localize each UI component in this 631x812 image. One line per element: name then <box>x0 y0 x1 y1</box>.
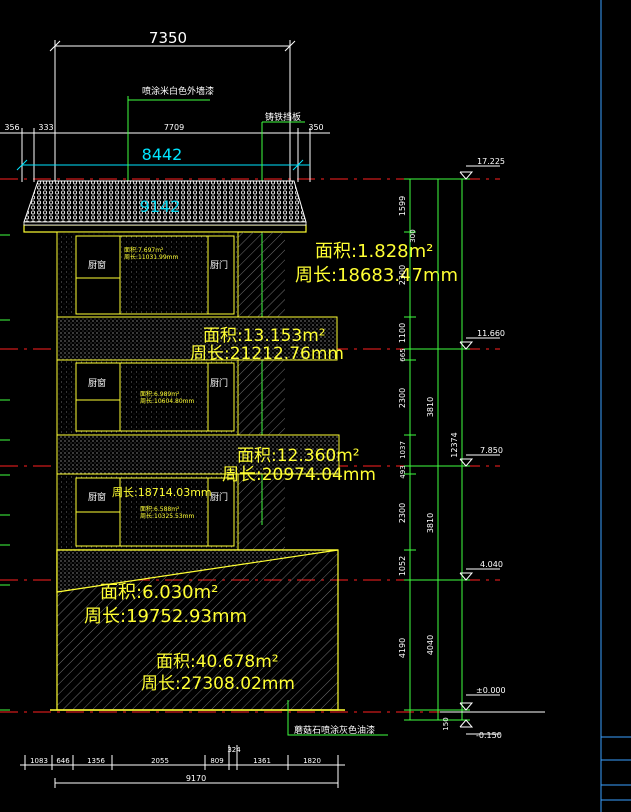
opening-labels: 厨窗 厨门 厨窗 厨门 厨窗 厨门 面积:7.697m² 周长:11031.99… <box>88 246 228 520</box>
area-label-5: 面积:40.678m² <box>156 652 279 672</box>
roof: 9142 <box>23 180 307 233</box>
title-block-frame <box>600 0 631 812</box>
area-label-4: 面积:6.030m² <box>100 582 218 603</box>
area-label-3: 面积:12.360m² <box>237 446 360 466</box>
right-dim-text: 1599 300 2300 1100 665 2300 1037 493 230… <box>398 196 459 731</box>
dim-seg: 665 <box>399 348 407 361</box>
dim-mid-span: 7709 <box>164 123 184 132</box>
dim-overall: 7350 <box>149 29 187 47</box>
small-area-2: 面积:6.989m² <box>140 390 180 398</box>
dim-bottom-seg: 809 <box>210 757 223 765</box>
elev-7850: 7.850 <box>480 446 503 455</box>
dim-cyan-width: 8442 <box>142 145 183 164</box>
perim-label-5: 周长:27308.02mm <box>141 674 295 694</box>
door-label: 厨门 <box>210 259 228 271</box>
dim-bottom-seg: 1356 <box>87 757 105 765</box>
elev-11660: 11.660 <box>477 329 505 338</box>
dim-bottom-seg: 2055 <box>151 757 169 765</box>
dim-left-a: 356 <box>4 123 19 132</box>
small-area-3: 面积:6.588m² <box>140 505 180 513</box>
dim-roof-width: 9142 <box>140 197 181 216</box>
dim-seg: 493 <box>399 465 407 478</box>
area-label-2: 面积:13.153m² <box>203 326 326 346</box>
elev-minus150: -0.150 <box>476 731 502 740</box>
dim-bottom-seg: 1361 <box>253 757 271 765</box>
dim-seg: 4190 <box>398 638 407 658</box>
bottom-dim-text: 1083 646 1356 2055 809 324 1361 1820 917… <box>30 746 321 783</box>
elev-4040: 4.040 <box>480 560 503 569</box>
dim-bottom-seg: 646 <box>56 757 70 765</box>
bottom-dimensions <box>20 745 345 788</box>
door-label: 厨门 <box>210 491 228 503</box>
dim-bottom-seg: 1083 <box>30 757 48 765</box>
small-perim-2: 周长:10604.80mm <box>140 397 194 405</box>
dim-seg: 300 <box>409 229 417 242</box>
perim-label-4: 周长:19752.93mm <box>84 606 247 627</box>
dim-right: 350 <box>308 123 323 132</box>
small-perim-1: 周长:11031.99mm <box>124 253 178 261</box>
dim-left-b: 333 <box>38 123 53 132</box>
dim-seg: 2300 <box>398 265 407 285</box>
small-area-1: 面积:7.697m² <box>124 246 164 254</box>
perim-label-3: 周长:20974.04mm <box>222 465 376 485</box>
openings <box>75 235 235 547</box>
dim-bottom-total: 9170 <box>186 774 206 783</box>
window-label: 厨窗 <box>88 377 106 389</box>
dim-seg: 1599 <box>398 196 407 216</box>
elev-17225: 17.225 <box>477 157 505 166</box>
area-labels: 面积:1.828m² 周长:18683.47mm 面积:13.153m² 周长:… <box>84 241 458 694</box>
dim-bottom-gap: 324 <box>227 746 241 754</box>
dim-seg: 1052 <box>398 556 407 576</box>
dim-seg: 2300 <box>398 503 407 523</box>
door-label: 厨门 <box>210 377 228 389</box>
annotation-wall-paint: 喷涂米白色外墙漆 <box>142 85 214 97</box>
dim-group-c: 4040 <box>426 635 435 655</box>
dim-group-b: 3810 <box>426 513 435 533</box>
perim-label-1: 周长:18683.47mm <box>295 265 458 286</box>
dim-group-a: 3810 <box>426 397 435 417</box>
elevation-markers <box>440 165 545 735</box>
dim-bottom-seg: 1820 <box>303 757 321 765</box>
perim-label-2: 周长:21212.76mm <box>190 344 344 364</box>
annotation-base-paint: 蘑菇石喷涂灰色油漆 <box>294 724 375 736</box>
elev-0000: ±0.000 <box>476 686 506 695</box>
base-annotation: 蘑菇石喷涂灰色油漆 <box>287 700 388 736</box>
dim-seg: 1037 <box>399 441 407 459</box>
window-label: 厨窗 <box>88 491 106 503</box>
dim-seg: 1100 <box>398 323 407 343</box>
area-label-1: 面积:1.828m² <box>315 241 433 262</box>
elevation-values: 17.225 11.660 7.850 4.040 ±0.000 -0.150 <box>476 157 506 740</box>
left-grid-ticks <box>0 234 10 711</box>
small-perim-3: 周长:10325.53mm <box>140 512 194 520</box>
dim-seg: 150 <box>442 717 450 730</box>
dim-seg: 2300 <box>398 388 407 408</box>
window-label: 厨窗 <box>88 259 106 271</box>
top-dimensions: 7350 356 333 7709 350 8442 <box>0 29 330 182</box>
dim-total: 12374 <box>450 432 459 457</box>
right-dimensions <box>404 178 470 721</box>
annotation-gutter: 铸铁挡板 <box>265 111 301 123</box>
overlap-fragment: 周长:18714.03mm <box>112 486 212 499</box>
